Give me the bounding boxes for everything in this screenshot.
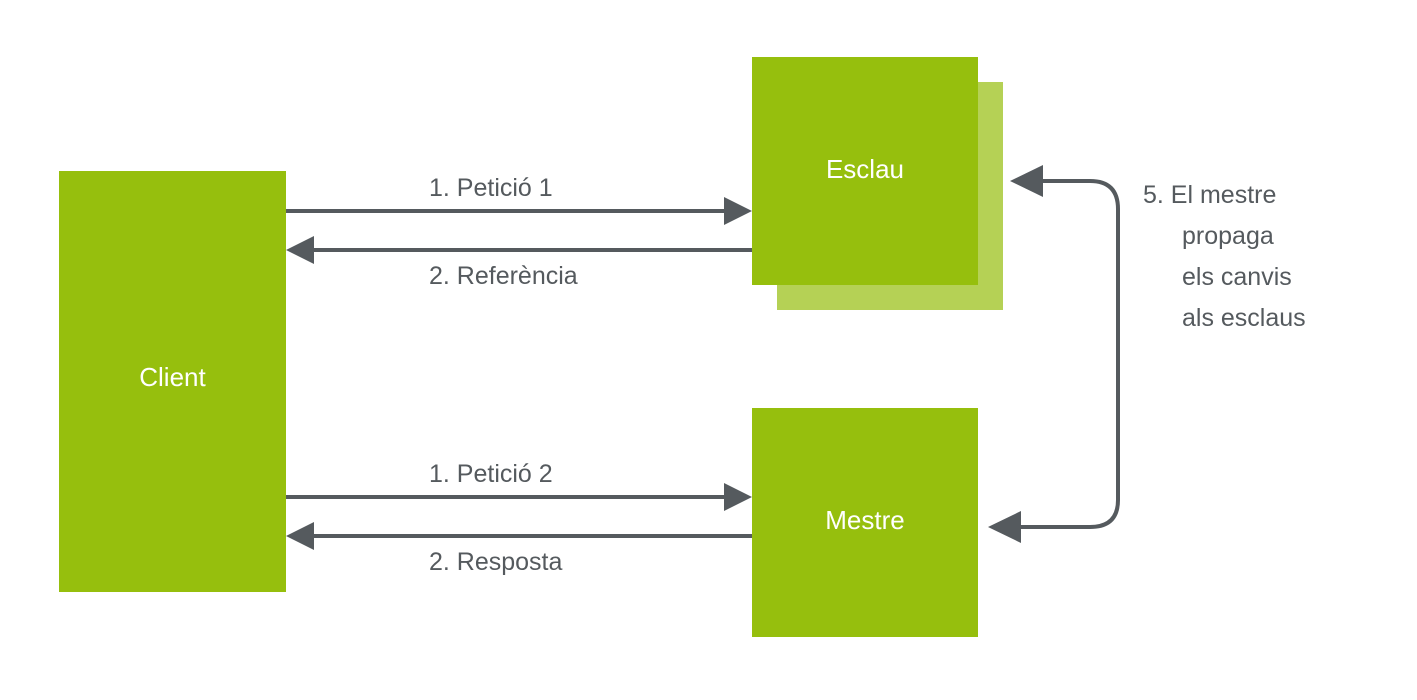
edge-resposta-arrow xyxy=(286,522,752,550)
annotation-line-3: els canvis xyxy=(1182,263,1292,291)
node-mestre[interactable] xyxy=(752,408,978,637)
node-mestre-label: Mestre xyxy=(825,505,905,535)
annotation-line-2: propaga xyxy=(1182,222,1274,250)
edge-referencia-arrow xyxy=(286,236,752,264)
edge-label-resposta: 2. Resposta xyxy=(429,548,563,576)
node-client[interactable] xyxy=(59,171,286,592)
node-client-label: Client xyxy=(139,362,206,392)
edge-label-peticio1: 1. Petició 1 xyxy=(429,174,553,202)
annotation-line-1: 5. El mestre xyxy=(1143,181,1277,209)
annotation-propagacio: 5. El mestre propaga els canvis als escl… xyxy=(1143,175,1403,339)
edge-propagacio-connector xyxy=(988,165,1120,543)
node-esclau-label: Esclau xyxy=(825,154,905,184)
node-esclau[interactable] xyxy=(752,57,978,285)
edge-label-referencia: 2. Referència xyxy=(429,262,578,290)
annotation-line-4: als esclaus xyxy=(1182,304,1306,332)
edge-label-peticio2: 1. Petició 2 xyxy=(429,460,553,488)
